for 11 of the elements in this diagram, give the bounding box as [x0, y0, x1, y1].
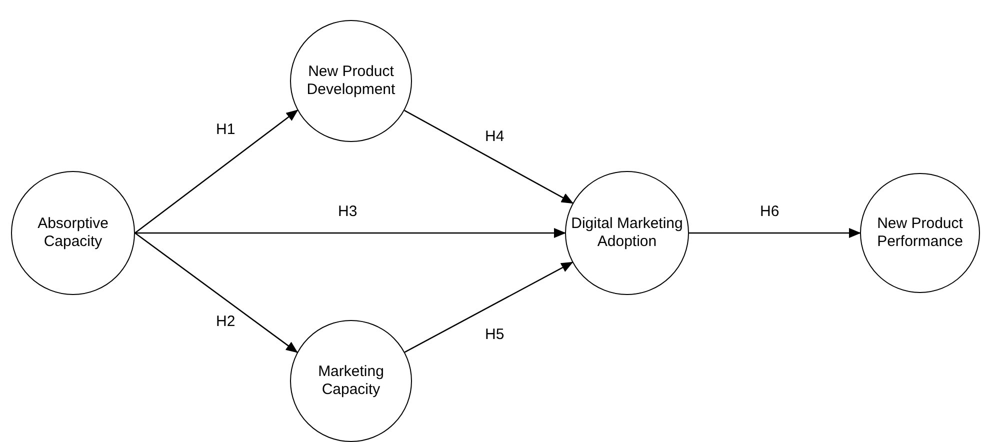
construct-label: New Product Performance	[876, 215, 964, 251]
arrow	[134, 232, 298, 353]
arrow	[404, 110, 574, 204]
arrow	[135, 228, 566, 238]
construct-label: Digital Marketing Adoption	[570, 215, 684, 251]
construct-label: Marketing Capacity	[317, 363, 385, 399]
arrow	[404, 262, 574, 353]
arrow	[689, 228, 861, 238]
arrow	[134, 110, 298, 234]
construct-label: Absorptive Capacity	[36, 215, 110, 251]
construct-label: New Product Development	[306, 63, 396, 99]
